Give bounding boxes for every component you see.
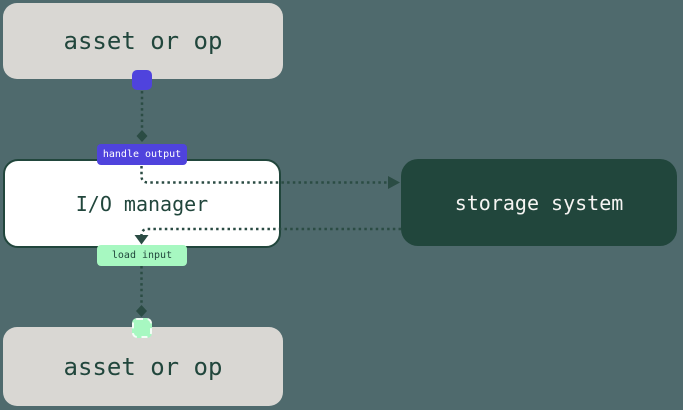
node-storage-system: storage system: [401, 159, 677, 246]
node-asset-or-op-bottom: asset or op: [3, 327, 283, 406]
diamond-marker-load-input: [136, 305, 147, 317]
node-io-manager: I/O manager: [3, 159, 281, 248]
node-storage-system-label: storage system: [454, 190, 624, 215]
diamond-marker-handle-output: [136, 130, 148, 142]
badge-load-input-label: load input: [111, 250, 173, 261]
arrowhead-into-storage: [388, 176, 400, 189]
output-handle-square: [132, 70, 152, 90]
badge-handle-output-label: handle output: [102, 149, 182, 160]
input-handle-square: [132, 318, 152, 338]
node-asset-or-op-bottom-label: asset or op: [63, 352, 223, 381]
node-io-manager-label: I/O manager: [75, 191, 209, 216]
node-asset-or-op-top-label: asset or op: [63, 27, 223, 55]
badge-handle-output: handle output: [97, 144, 187, 165]
badge-load-input: load input: [97, 245, 187, 266]
node-asset-or-op-top: asset or op: [3, 3, 283, 79]
